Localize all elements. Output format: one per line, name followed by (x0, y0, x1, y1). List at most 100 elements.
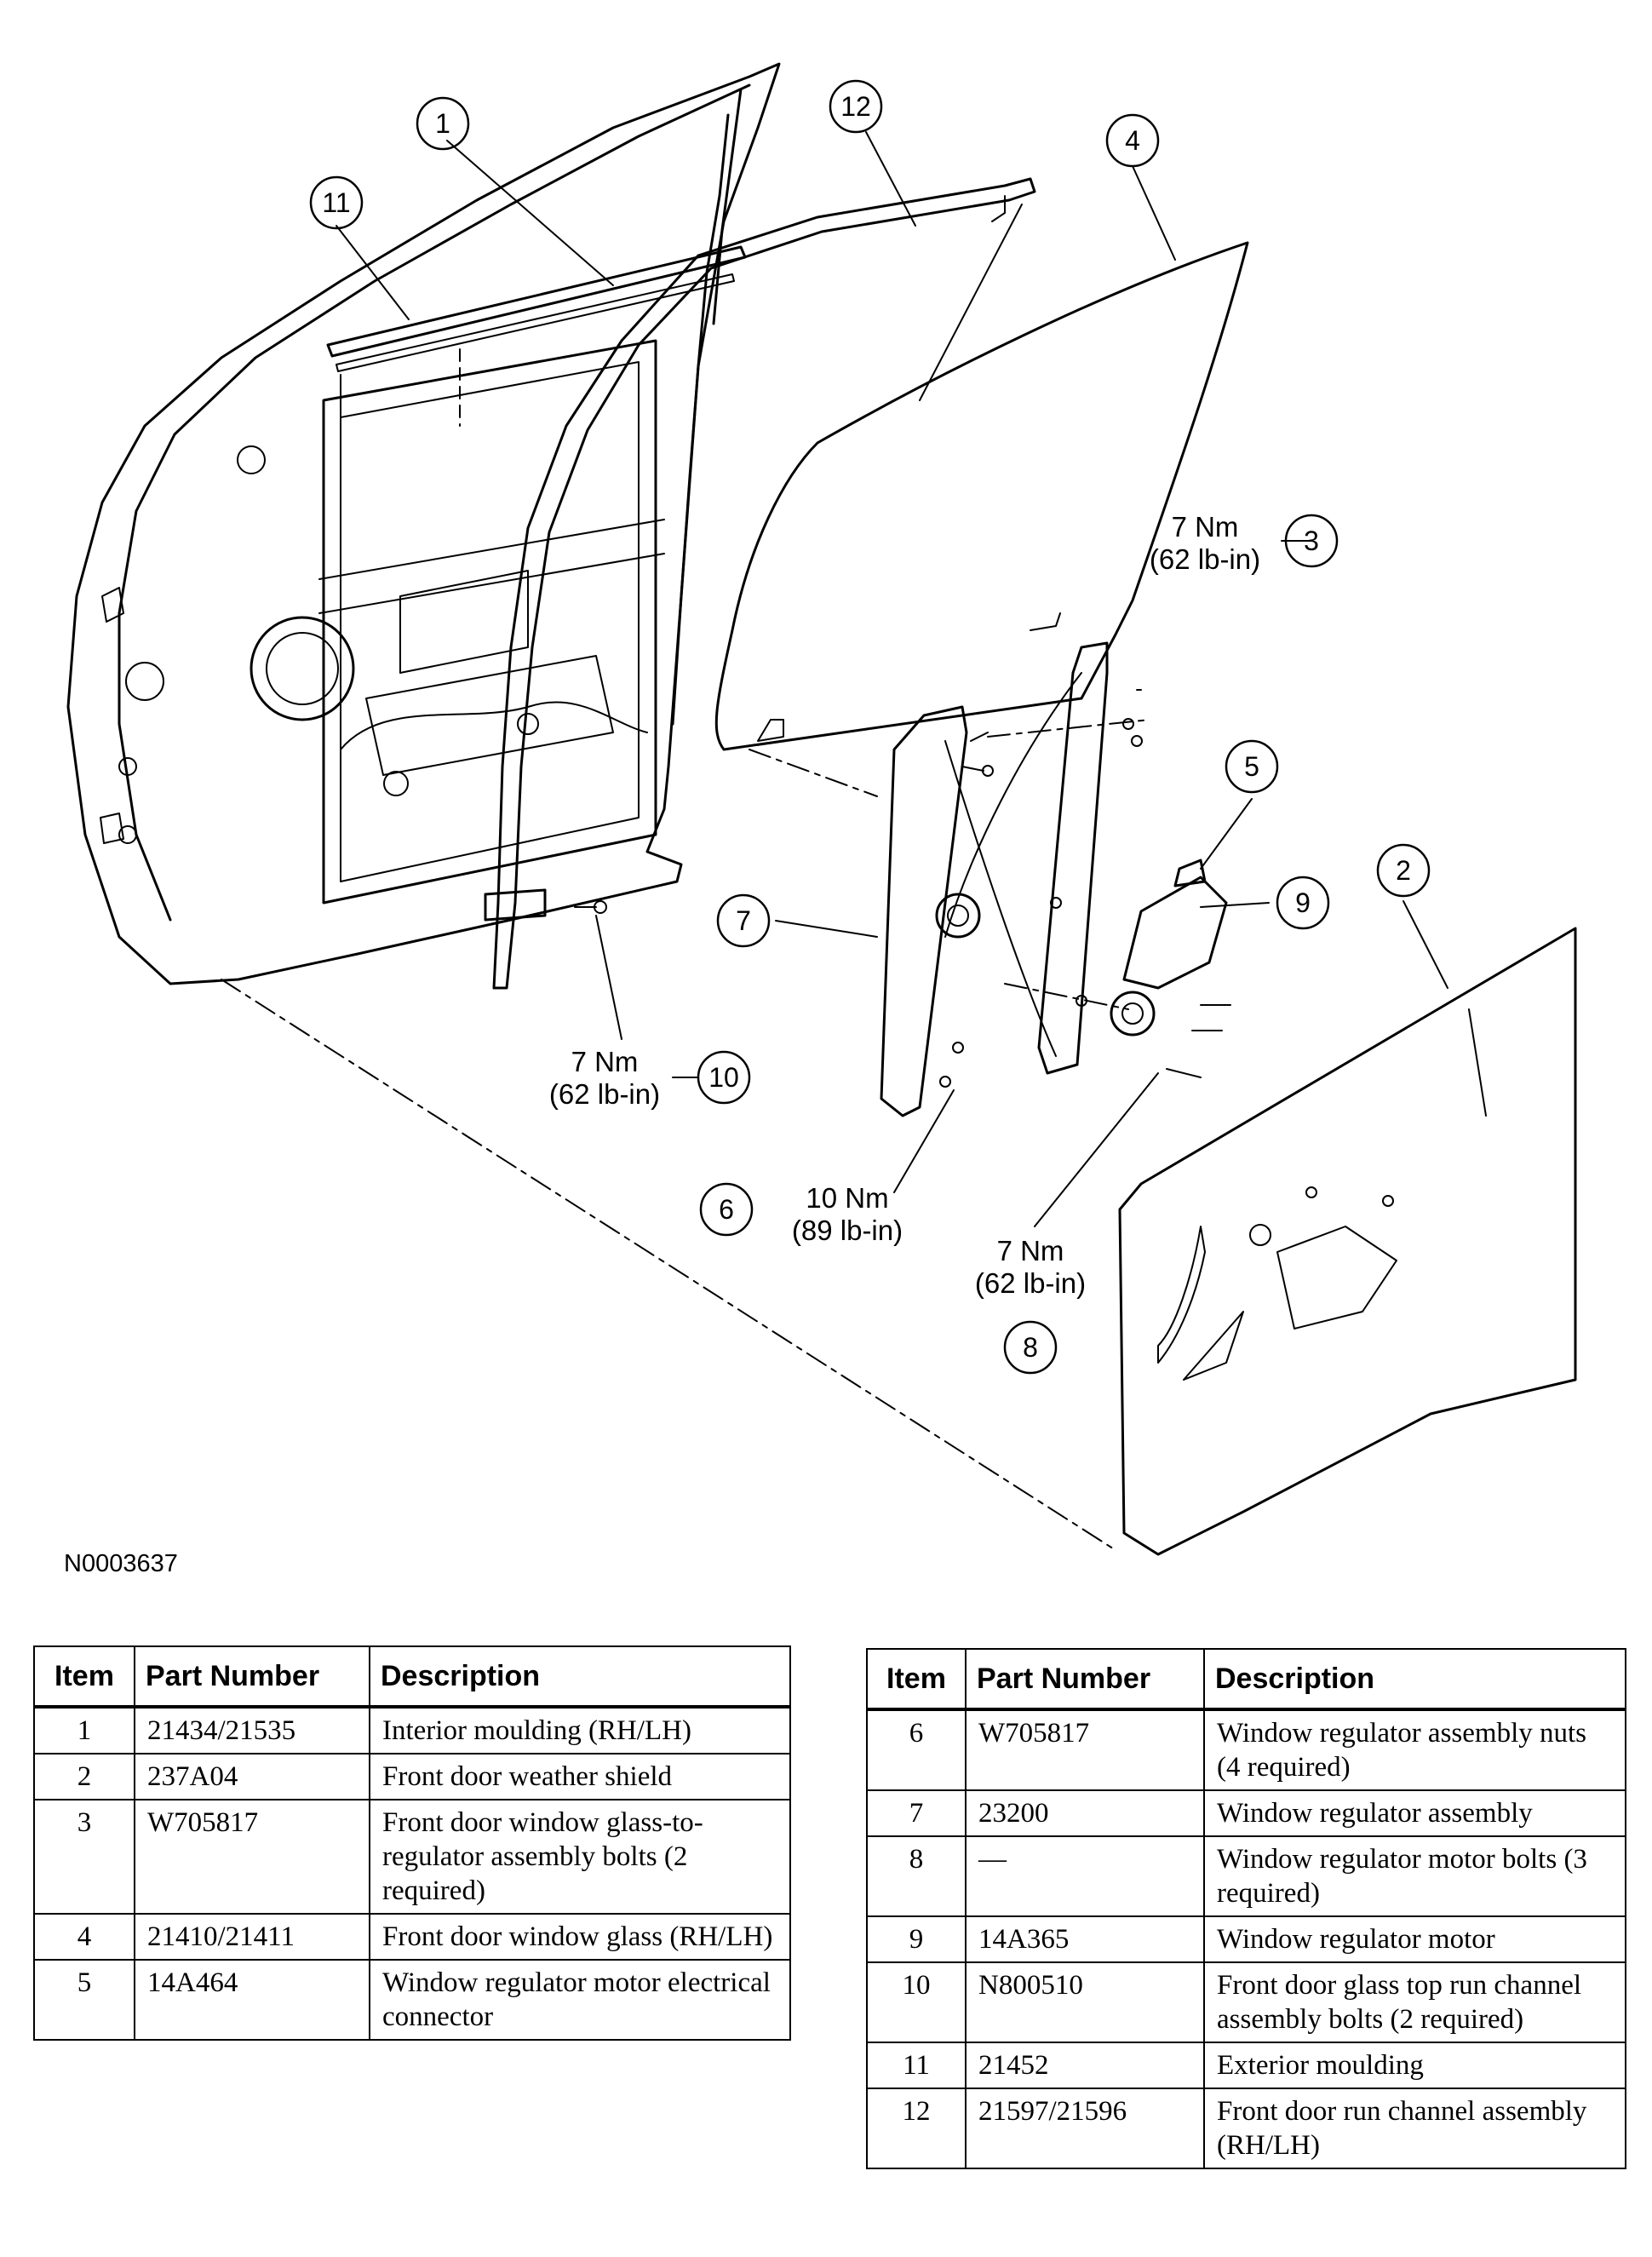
cell-part-number: 21597/21596 (965, 2088, 1205, 2169)
callout-10 (697, 1050, 751, 1105)
callout-5 (1225, 739, 1279, 794)
cell-part-number: 21452 (965, 2042, 1205, 2089)
header-item: Item (866, 1648, 967, 1711)
assembly-centerlines (221, 719, 1150, 1551)
header-part-number: Part Number (134, 1645, 370, 1709)
table-row: 3 W705817 Front door window glass-to-reg… (33, 1799, 791, 1915)
header-part-number: Part Number (965, 1648, 1205, 1711)
callout-4 (1105, 113, 1160, 168)
callout-7-label: 7 (736, 905, 751, 936)
fasteners (574, 718, 1143, 1088)
torque-3-lbin: (62 lb-in) (1150, 543, 1260, 575)
callout-10-label: 10 (708, 1062, 739, 1093)
cell-item: 6 (866, 1709, 967, 1791)
table-row: 12 21597/21596 Front door run channel as… (866, 2088, 1626, 2169)
callout-8-label: 8 (1023, 1332, 1038, 1363)
table-row: 2 237A04 Front door weather shield (33, 1753, 791, 1800)
exploded-door-diagram: 1 2 3 4 5 6 7 8 9 10 11 12 7 Nm (62 lb-i… (66, 62, 1577, 1556)
cell-item: 10 (866, 1961, 967, 2043)
torque-6-nm: 10 Nm (806, 1182, 888, 1214)
cell-description: Front door glass top run channel assembl… (1203, 1961, 1626, 2043)
header-item: Item (33, 1645, 135, 1709)
cell-description: Window regulator motor (1203, 1915, 1626, 1963)
cell-description: Front door run channel assembly (RH/LH) (1203, 2088, 1626, 2169)
torque-10-nm: 7 Nm (571, 1046, 639, 1077)
table-row: 4 21410/21411 Front door window glass (R… (33, 1913, 791, 1961)
table-row: 7 23200 Window regulator assembly (866, 1789, 1626, 1837)
cell-description: Window regulator motor bolts (3 required… (1203, 1835, 1626, 1917)
door-mouldings (326, 245, 747, 444)
cell-item: 12 (866, 2088, 967, 2169)
cell-description: Front door weather shield (369, 1753, 791, 1800)
run-channel (484, 177, 1036, 990)
cell-item: 5 (33, 1959, 135, 2041)
callout-5-label: 5 (1244, 751, 1259, 782)
parts-table-left: Item Part Number Description 1 21434/215… (33, 1645, 791, 2041)
callout-3 (1284, 514, 1339, 568)
cell-item: 8 (866, 1835, 967, 1917)
parts-table-right: Item Part Number Description 6 W705817 W… (866, 1648, 1626, 2169)
torque-10-lbin: (62 lb-in) (549, 1078, 660, 1110)
torque-3-nm: 7 Nm (1172, 511, 1239, 543)
callout-8 (1003, 1320, 1058, 1375)
cell-part-number: 21410/21411 (134, 1913, 370, 1961)
table-row: 6 W705817 Window regulator assembly nuts… (866, 1709, 1626, 1791)
callout-1 (416, 96, 470, 151)
table-row: 11 21452 Exterior moulding (866, 2042, 1626, 2089)
callout-1-label: 1 (435, 108, 450, 139)
callout-2 (1376, 843, 1431, 898)
cell-description: Window regulator assembly (1203, 1789, 1626, 1837)
cell-description: Interior moulding (RH/LH) (369, 1706, 791, 1754)
table-row: 9 14A365 Window regulator motor (866, 1915, 1626, 1963)
cell-part-number: W705817 (134, 1799, 370, 1915)
cell-item: 1 (33, 1706, 135, 1754)
table-header-row: Item Part Number Description (33, 1645, 791, 1709)
table-row: 1 21434/21535 Interior moulding (RH/LH) (33, 1706, 791, 1754)
torque-6-lbin: (89 lb-in) (792, 1215, 903, 1246)
cell-part-number: N800510 (965, 1961, 1205, 2043)
cell-item: 4 (33, 1913, 135, 1961)
leader-lines (336, 131, 1448, 1227)
torque-specs: 7 Nm (62 lb-in) 7 Nm (62 lb-in) 10 Nm (8… (549, 511, 1260, 1299)
header-description: Description (1203, 1648, 1626, 1711)
regulator-motor (1110, 859, 1231, 1078)
callout-6 (699, 1182, 754, 1237)
cell-item: 9 (866, 1915, 967, 1963)
callout-2-label: 2 (1396, 855, 1411, 886)
callout-12 (829, 79, 883, 134)
figure-id: N0003637 (64, 1550, 178, 1577)
cell-description: Window regulator assembly nuts (4 requir… (1203, 1709, 1626, 1791)
cell-item: 3 (33, 1799, 135, 1915)
callout-numbers: 1 2 3 4 5 6 7 8 9 10 11 12 (322, 91, 1411, 1363)
header-description: Description (369, 1645, 791, 1709)
cell-description: Window regulator motor electrical connec… (369, 1959, 791, 2041)
table-header-row: Item Part Number Description (866, 1648, 1626, 1711)
table-row: 10 N800510 Front door glass top run chan… (866, 1961, 1626, 2043)
cell-part-number: 23200 (965, 1789, 1205, 1837)
cell-item: 11 (866, 2042, 967, 2089)
window-glass (714, 241, 1249, 751)
cell-item: 7 (866, 1789, 967, 1837)
cell-part-number: — (965, 1835, 1205, 1917)
cell-part-number: 21434/21535 (134, 1706, 370, 1754)
callout-9-label: 9 (1295, 887, 1311, 918)
window-regulator (880, 641, 1109, 1117)
torque-8-lbin: (62 lb-in) (975, 1267, 1086, 1299)
cell-item: 2 (33, 1753, 135, 1800)
cell-part-number: 237A04 (134, 1753, 370, 1800)
cell-part-number: 14A464 (134, 1959, 370, 2041)
table-row: 8 — Window regulator motor bolts (3 requ… (866, 1835, 1626, 1917)
callout-circles (309, 79, 1431, 1375)
door-inner-panel (66, 62, 781, 985)
cell-part-number: 14A365 (965, 1915, 1205, 1963)
callout-11 (309, 175, 364, 230)
callout-7 (716, 893, 771, 948)
weather-shield (1118, 927, 1577, 1556)
callout-9 (1276, 876, 1330, 930)
callout-6-label: 6 (719, 1194, 734, 1225)
cell-description: Front door window glass-to-regulator ass… (369, 1799, 791, 1915)
cell-description: Front door window glass (RH/LH) (369, 1913, 791, 1961)
callout-12-label: 12 (840, 91, 871, 122)
table-row: 5 14A464 Window regulator motor electric… (33, 1959, 791, 2041)
cell-description: Exterior moulding (1203, 2042, 1626, 2089)
